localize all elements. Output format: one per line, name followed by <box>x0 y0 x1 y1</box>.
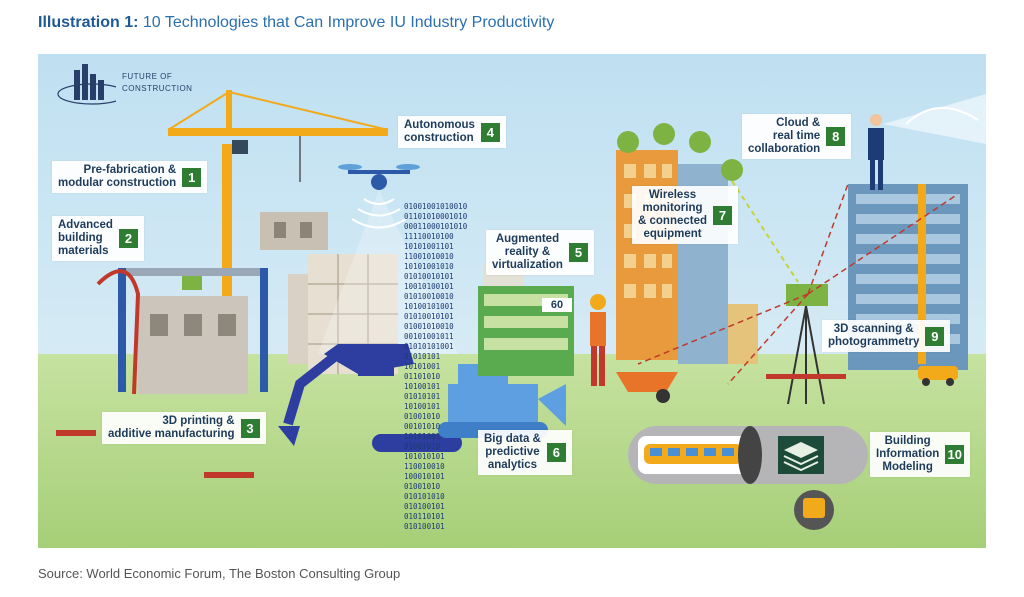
label-big-data: Big data & predictive analytics 6 <box>478 430 572 475</box>
label-number: 8 <box>826 127 846 146</box>
label-3d-scanning: 3D scanning & photogrammetry 9 <box>822 320 951 352</box>
label-3d-printing: 3D printing & additive manufacturing 3 <box>102 412 266 444</box>
label-text: Cloud & real time collaboration <box>748 117 821 155</box>
label-text: Augmented reality & virtualization <box>492 233 563 271</box>
label-text: 3D scanning & photogrammetry <box>828 323 920 348</box>
label-wireless-monitoring: Wireless monitoring & connected equipmen… <box>632 186 739 244</box>
label-number: 6 <box>546 443 566 462</box>
label-number: 4 <box>480 122 500 142</box>
logo-line-2: CONSTRUCTION <box>122 84 193 93</box>
figure-title-prefix: Illustration 1: <box>38 14 139 31</box>
label-bim: Building Information Modeling 10 <box>870 432 971 477</box>
label-text: Building Information Modeling <box>876 435 940 473</box>
label-text: Advanced building materials <box>58 219 113 257</box>
source-note: Source: World Economic Forum, The Boston… <box>38 566 401 581</box>
figure-title-text: 10 Technologies that Can Improve IU Indu… <box>142 14 555 31</box>
binary-data-stream: 01001001010010 01101010001010 0001100010… <box>404 202 468 531</box>
label-advanced-materials: Advanced building materials 2 <box>52 216 144 261</box>
logo-line-1: FUTURE OF <box>122 72 173 81</box>
figure-title: Illustration 1: 10 Technologies that Can… <box>38 14 554 32</box>
future-of-construction-logo: FUTURE OF CONSTRUCTION <box>56 60 226 108</box>
label-number: 10 <box>945 445 965 464</box>
label-number: 3 <box>240 418 260 438</box>
label-number: 9 <box>925 326 945 346</box>
label-text: Wireless monitoring & connected equipmen… <box>638 189 708 240</box>
label-number: 2 <box>118 229 138 248</box>
label-text: 3D printing & additive manufacturing <box>108 415 235 440</box>
label-prefabrication: Pre-fabrication & modular construction 1 <box>52 161 208 193</box>
label-number: 7 <box>713 205 733 225</box>
label-text: Pre-fabrication & modular construction <box>58 164 177 189</box>
label-augmented-reality: Augmented reality & virtualization 5 <box>486 230 594 275</box>
label-cloud-collaboration: Cloud & real time collaboration 8 <box>742 114 852 159</box>
label-text: Big data & predictive analytics <box>484 433 541 471</box>
speed-sign: 60 <box>542 298 572 312</box>
label-number: 1 <box>182 167 202 187</box>
label-text: Autonomous construction <box>404 119 475 144</box>
label-number: 5 <box>568 243 588 262</box>
label-autonomous-construction: Autonomous construction 4 <box>398 116 506 148</box>
city-skyline-icon <box>57 64 116 105</box>
construction-illustration: FUTURE OF CONSTRUCTION 01001001010010 01… <box>38 54 986 548</box>
